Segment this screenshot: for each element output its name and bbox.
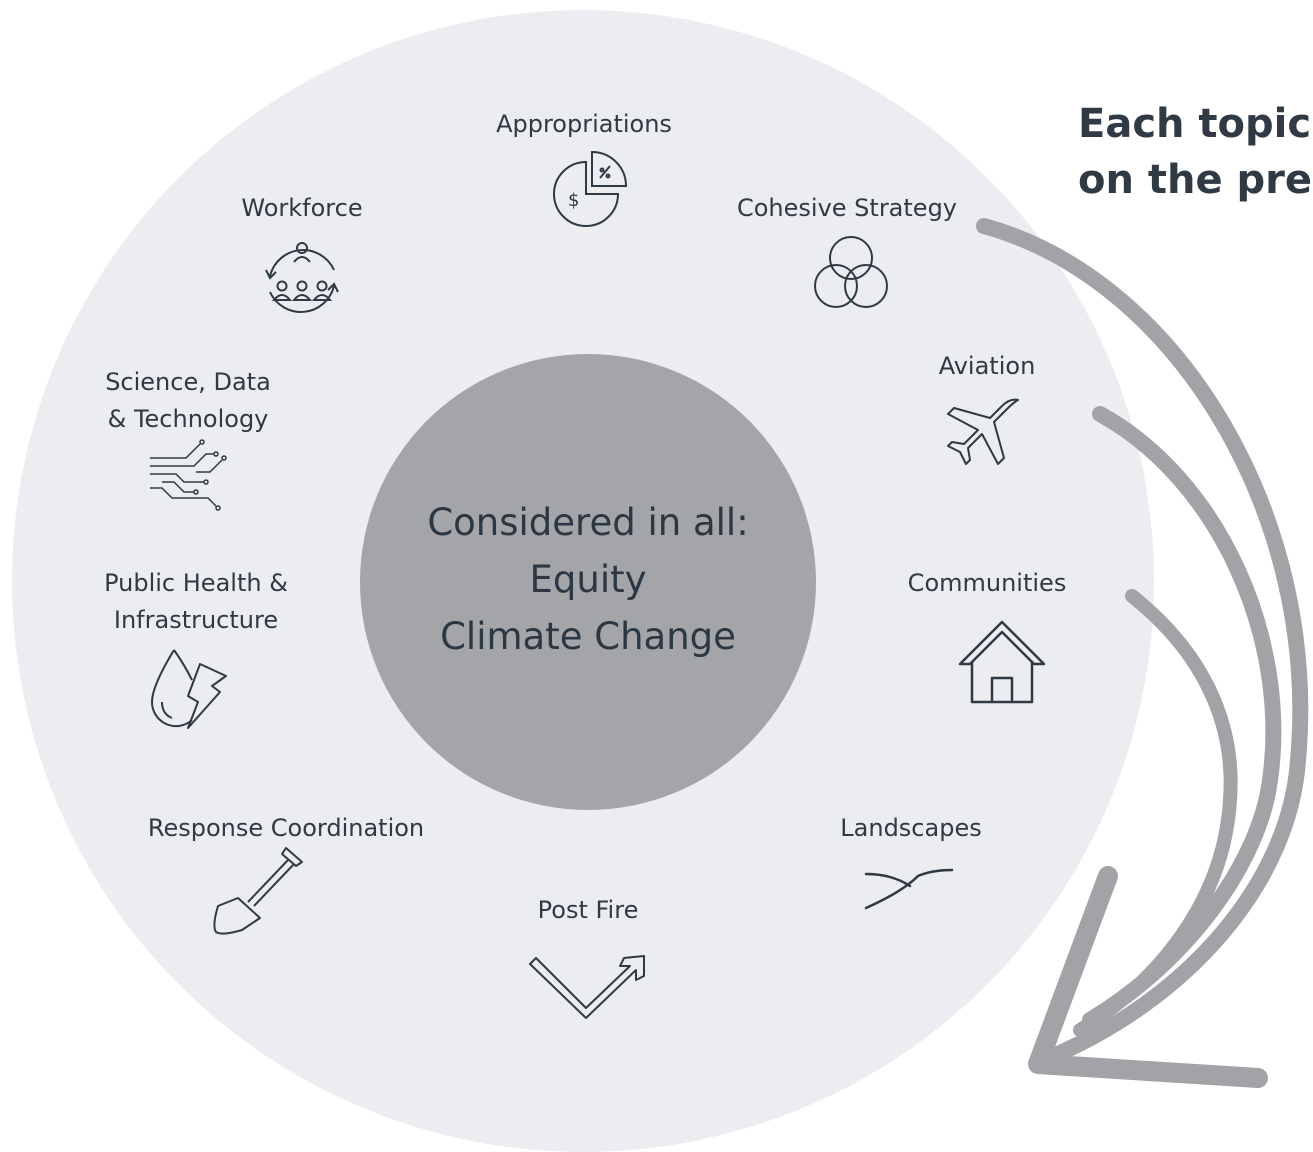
arrow-curve-inner: [1073, 589, 1238, 1037]
label-cohesive-strategy: Cohesive Strategy: [736, 194, 958, 222]
arrow-head: [1028, 866, 1268, 1088]
center-line-2: Equity: [529, 558, 647, 601]
circuit-icon: [146, 436, 236, 516]
heading-line-2: on the pre: [1078, 157, 1313, 203]
label-post-fire: Post Fire: [537, 896, 639, 924]
label-science-line-2: & Technology: [107, 405, 269, 433]
venn-circles-icon: [806, 234, 896, 314]
label-science: Science, Data & Technology: [105, 364, 271, 438]
center-line-1: Considered in all:: [427, 501, 749, 544]
label-landscapes: Landscapes: [840, 814, 982, 842]
house-icon: [956, 618, 1048, 708]
heading-text: Each topic on the pre: [1078, 96, 1312, 208]
center-line-3: Climate Change: [440, 615, 736, 658]
label-public-health: Public Health & Infrastructure: [104, 565, 288, 639]
label-aviation: Aviation: [938, 352, 1036, 380]
label-workforce: Workforce: [241, 194, 363, 222]
label-public-health-line-2: Infrastructure: [113, 606, 279, 634]
arrow-curve-outer: [976, 218, 1309, 1068]
label-response-coordination: Response Coordination: [147, 814, 425, 842]
label-communities: Communities: [907, 569, 1067, 597]
center-text: Considered in all: Equity Climate Change: [360, 494, 816, 665]
center-circle: [360, 354, 816, 810]
drop-lightning-icon: [144, 646, 234, 732]
label-science-line-1: Science, Data: [105, 368, 271, 396]
shovel-icon: [208, 844, 308, 940]
heading-line-1: Each topic: [1078, 101, 1312, 147]
svg-text:$: $: [568, 190, 579, 211]
river-fork-icon: [862, 864, 958, 914]
pie-chart-dollar-icon: $: [548, 148, 630, 228]
label-appropriations: Appropriations: [496, 110, 672, 138]
trend-arrow-icon: [526, 950, 650, 1022]
airplane-icon: [938, 394, 1024, 474]
label-public-health-line-1: Public Health &: [104, 569, 288, 597]
workforce-cycle-icon: [256, 236, 348, 326]
